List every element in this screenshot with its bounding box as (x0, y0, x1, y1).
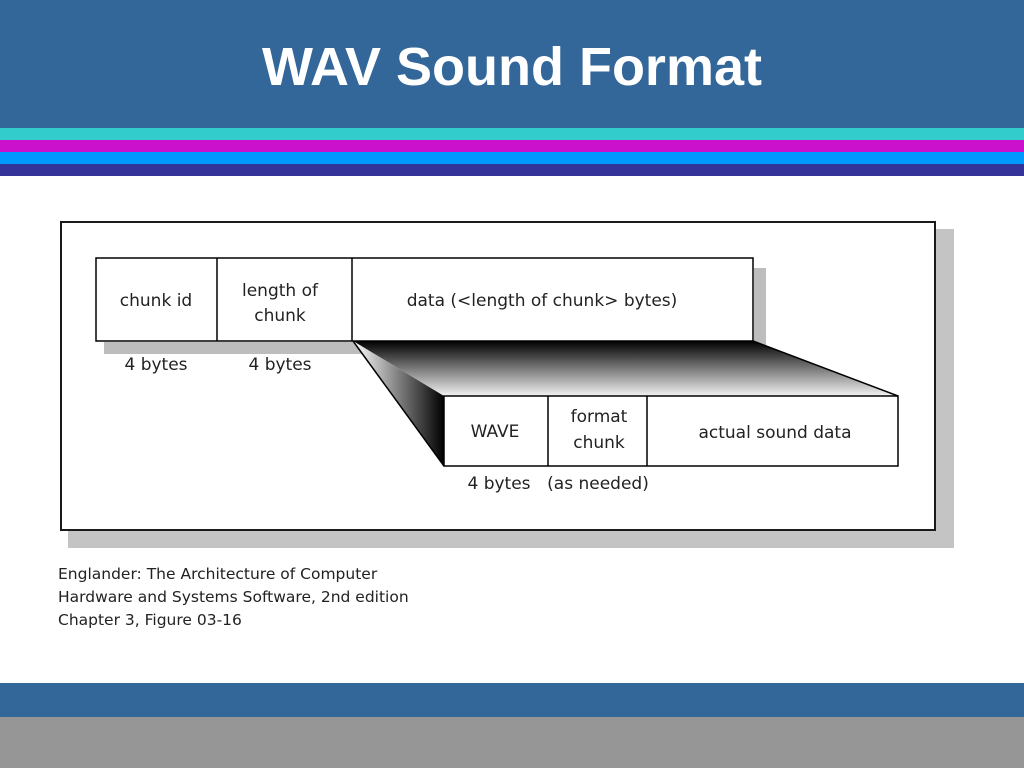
caption-line: Hardware and Systems Software, 2nd editi… (58, 588, 409, 606)
chunk-id-label: chunk id (120, 291, 192, 311)
caption-line: Chapter 3, Figure 03-16 (58, 611, 242, 629)
wave-bar (443, 395, 899, 467)
title-bar (0, 0, 1024, 128)
footer-bar (0, 683, 1024, 717)
chunk-length-label-line2: chunk (254, 306, 306, 326)
stripe-magenta (0, 140, 1024, 152)
expansion-funnel-top (353, 341, 898, 396)
wave-id-label: WAVE (471, 422, 520, 442)
chunk-bar-shadow (754, 268, 766, 342)
chunk-data-label: data (<length of chunk> bytes) (407, 291, 678, 311)
expansion-edge-right (752, 340, 899, 397)
caption-line: Englander: The Architecture of Computer (58, 565, 378, 583)
format-chunk-label-line1: format (571, 407, 628, 427)
expansion-edge-left (352, 340, 445, 467)
format-chunk-label-line2: chunk (573, 433, 625, 453)
sound-data-label: actual sound data (698, 423, 851, 443)
chunk-bar (95, 257, 754, 342)
wave-id-size: 4 bytes (467, 474, 530, 494)
stripe-blue (0, 152, 1024, 164)
chunk-length-label-line1: length of (242, 281, 319, 301)
stripe-teal (0, 128, 1024, 140)
figure-caption: Englander: The Architecture of Computer … (58, 563, 478, 632)
chunk-length-size: 4 bytes (248, 355, 311, 375)
format-chunk-size: (as needed) (547, 474, 649, 494)
stripe-navy (0, 164, 1024, 176)
footer-band (0, 717, 1024, 768)
chunk-id-size: 4 bytes (124, 355, 187, 375)
slide-title: WAV Sound Format (262, 37, 762, 97)
